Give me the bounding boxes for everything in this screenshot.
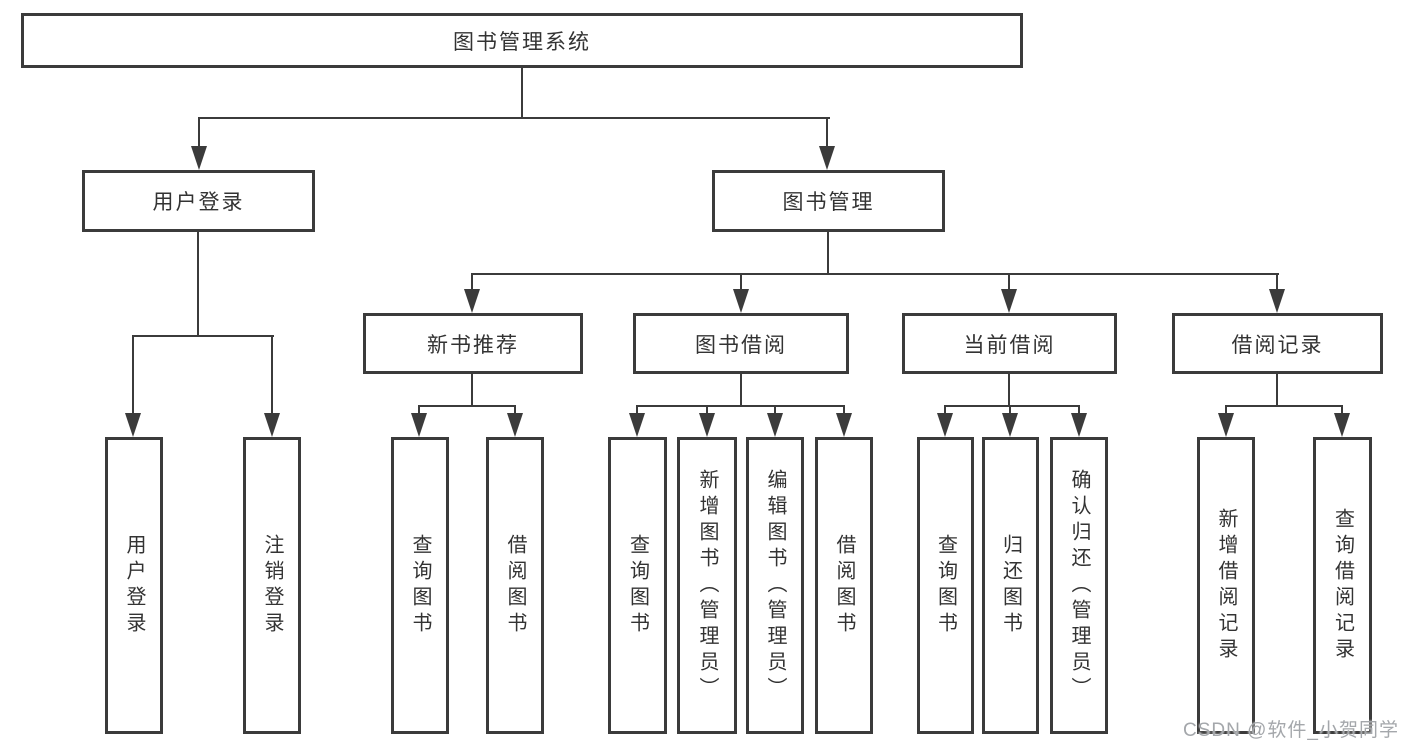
arrow-down-icon: [507, 413, 523, 437]
connector-line: [1225, 405, 1227, 415]
node-label: 查询图书: [934, 533, 957, 638]
arrow-down-icon: [836, 413, 852, 437]
node-label: 新增图书（管理员）: [696, 468, 718, 703]
node-label: 借阅图书: [833, 533, 855, 638]
arrow-down-icon: [699, 413, 715, 437]
node-label: 新增借阅记录: [1215, 507, 1237, 664]
arrow-down-icon: [629, 413, 645, 437]
node-leaf-query-borrow-record: 查询借阅记录: [1313, 437, 1372, 734]
arrow-down-icon: [819, 146, 835, 170]
node-leaf-user-login: 用户登录: [105, 437, 163, 734]
connector-line: [827, 232, 829, 274]
node-label: 查询图书: [626, 533, 649, 638]
connector-line: [521, 68, 523, 118]
node-label: 用户登录: [152, 191, 245, 214]
connector-line: [418, 405, 516, 407]
node-leaf-edit-books-admin: 编辑图书（管理员）: [746, 437, 804, 734]
arrow-down-icon: [1218, 413, 1234, 437]
arrow-down-icon: [1002, 413, 1018, 437]
node-label: 编辑图书（管理员）: [764, 468, 786, 703]
node-leaf-confirm-return-admin: 确认归还（管理员）: [1050, 437, 1108, 734]
node-label: 当前借阅: [963, 333, 1056, 357]
node-label: 查询图书: [409, 533, 431, 638]
connector-line: [132, 335, 274, 337]
node-label: 图书管理系统: [453, 30, 591, 54]
arrow-down-icon: [125, 413, 141, 437]
connector-line: [1009, 405, 1011, 415]
connector-line: [774, 405, 776, 415]
connector-line: [418, 405, 420, 415]
node-leaf-query-books-current: 查询图书: [917, 437, 974, 734]
node-label: 确认归还（管理员）: [1068, 468, 1090, 703]
arrow-down-icon: [767, 413, 783, 437]
connector-line: [132, 335, 134, 415]
node-leaf-query-books-recommend: 查询图书: [391, 437, 449, 734]
arrow-down-icon: [264, 413, 280, 437]
arrow-down-icon: [411, 413, 427, 437]
node-user-login: 用户登录: [82, 170, 315, 232]
connector-line: [636, 405, 638, 415]
arrow-down-icon: [1334, 413, 1350, 437]
node-leaf-query-books-borrowing: 查询图书: [608, 437, 667, 734]
connector-line: [944, 405, 946, 415]
arrow-down-icon: [1269, 289, 1285, 313]
arrow-down-icon: [1001, 289, 1017, 313]
connector-line: [1276, 273, 1278, 289]
connector-line: [706, 405, 708, 415]
node-label: 新书推荐: [427, 333, 519, 357]
node-book-borrowing: 图书借阅: [633, 313, 849, 374]
connector-line: [740, 374, 742, 406]
connector-line: [740, 273, 742, 289]
node-label: 注销登录: [261, 533, 283, 638]
node-label: 借阅图书: [504, 533, 526, 638]
node-leaf-add-books-admin: 新增图书（管理员）: [677, 437, 737, 734]
connector-line: [271, 335, 273, 415]
node-label: 归还图书: [999, 533, 1022, 638]
connector-line: [843, 405, 845, 415]
node-label: 查询借阅记录: [1331, 507, 1354, 664]
connector-line: [197, 232, 199, 336]
node-label: 图书管理: [782, 191, 875, 214]
connector-line: [1276, 374, 1278, 406]
node-label: 图书借阅: [695, 333, 787, 357]
node-leaf-return-books: 归还图书: [982, 437, 1039, 734]
node-library-system: 图书管理系统: [21, 13, 1023, 68]
node-label: 用户登录: [123, 533, 145, 638]
connector-line: [1008, 273, 1010, 289]
node-label: 借阅记录: [1231, 333, 1324, 357]
arrow-down-icon: [464, 289, 480, 313]
arrow-down-icon: [937, 413, 953, 437]
connector-line: [1341, 405, 1343, 415]
connector-line: [471, 273, 1279, 275]
node-borrowing-records: 借阅记录: [1172, 313, 1383, 374]
connector-line: [1078, 405, 1080, 415]
arrow-down-icon: [1071, 413, 1087, 437]
node-current-borrowing: 当前借阅: [902, 313, 1117, 374]
connector-line: [636, 405, 845, 407]
csdn-watermark: CSDN @软件_小贺同学: [1183, 720, 1399, 741]
connector-line: [514, 405, 516, 415]
node-leaf-logout: 注销登录: [243, 437, 301, 734]
node-leaf-borrow-books: 借阅图书: [815, 437, 873, 734]
connector-line: [471, 374, 473, 406]
node-leaf-add-borrow-record: 新增借阅记录: [1197, 437, 1255, 734]
arrow-down-icon: [191, 146, 207, 170]
connector-line: [1008, 374, 1010, 406]
node-leaf-borrow-books-recommend: 借阅图书: [486, 437, 544, 734]
node-book-management: 图书管理: [712, 170, 945, 232]
connector-line: [471, 273, 473, 289]
node-new-book-recommend: 新书推荐: [363, 313, 583, 374]
connector-line: [198, 117, 830, 119]
connector-line: [944, 405, 1080, 407]
connector-line: [1225, 405, 1343, 407]
connector-line: [826, 117, 828, 147]
connector-line: [198, 117, 200, 147]
arrow-down-icon: [733, 289, 749, 313]
